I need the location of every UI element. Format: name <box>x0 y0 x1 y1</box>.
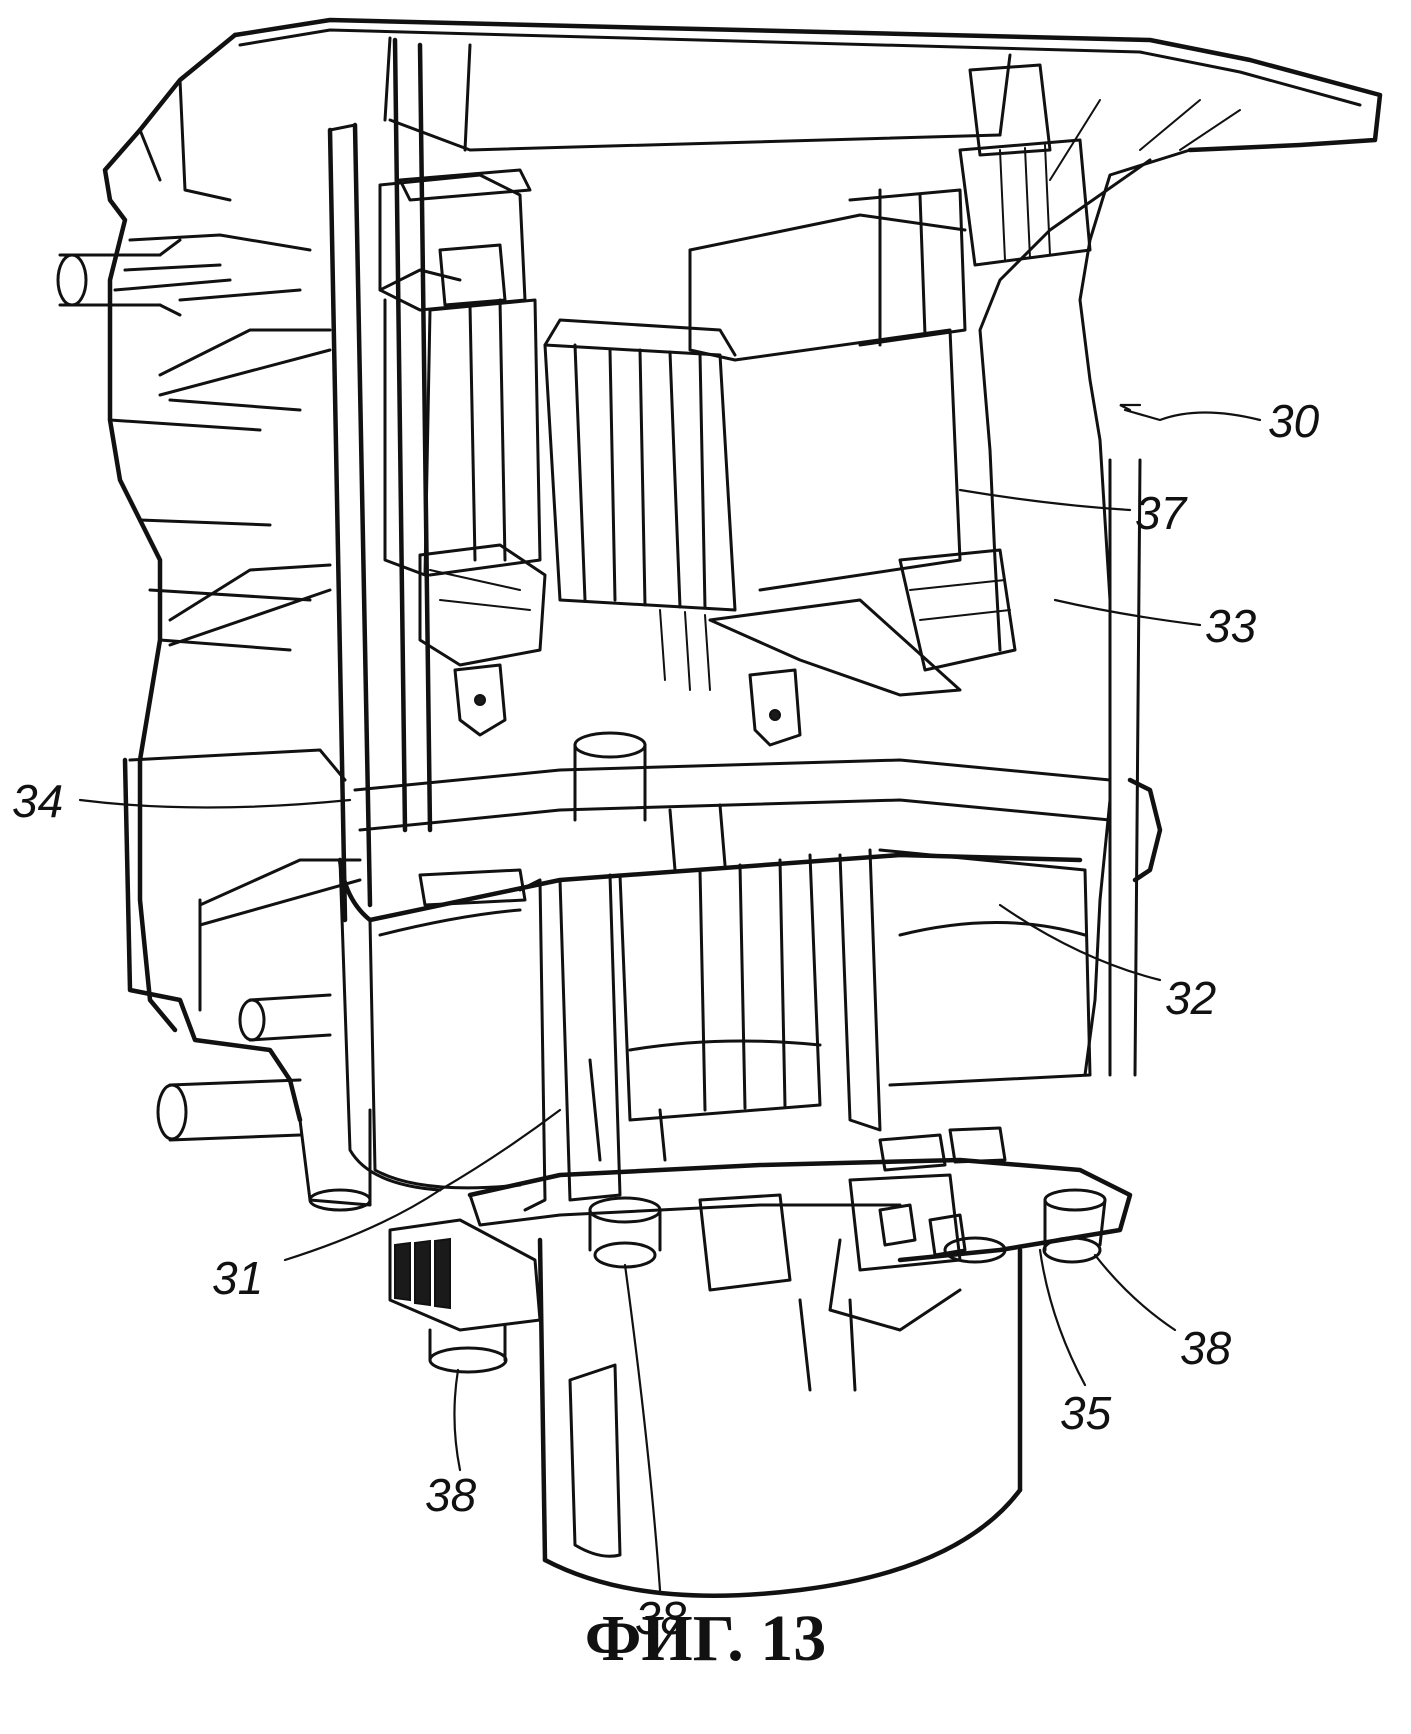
leader-38-left <box>453 1368 462 1472</box>
ref-numeral-31: 31 <box>212 1252 264 1304</box>
base-plate <box>388 1126 1133 1598</box>
leader-38-right <box>1093 1253 1177 1332</box>
leader-lines <box>78 403 1262 1592</box>
leader-31 <box>283 1108 562 1262</box>
ref-numeral-37: 37 <box>1135 487 1187 539</box>
ref-numeral-38-right: 38 <box>1180 1322 1232 1374</box>
leader-32 <box>998 903 1162 982</box>
figure-caption: ФИГ. 13 <box>584 1602 827 1675</box>
ref-numeral-38-center: 38 <box>635 1592 687 1644</box>
ref-numeral-32: 32 <box>1165 972 1217 1024</box>
ref-numeral-34: 34 <box>12 775 64 827</box>
leader-35 <box>1038 1248 1087 1387</box>
leader-33 <box>1053 598 1202 627</box>
ref-numeral-35: 35 <box>1060 1387 1112 1439</box>
upper-coil-assembly <box>378 63 1092 747</box>
leader-34 <box>78 798 352 809</box>
lower-rotor-assembly <box>337 803 1092 1212</box>
leader-38-center <box>623 1263 662 1592</box>
leader-30 <box>1123 408 1262 422</box>
bearing-hub <box>353 731 1112 832</box>
ref-numeral-30: 30 <box>1268 395 1320 447</box>
ref-numeral-33: 33 <box>1205 600 1257 652</box>
housing-outline <box>56 17 1383 1212</box>
leader-30-arrow <box>1119 403 1142 412</box>
frame-rails <box>327 37 1163 1077</box>
ref-numeral-38-left: 38 <box>425 1469 477 1521</box>
leader-37 <box>958 488 1132 512</box>
